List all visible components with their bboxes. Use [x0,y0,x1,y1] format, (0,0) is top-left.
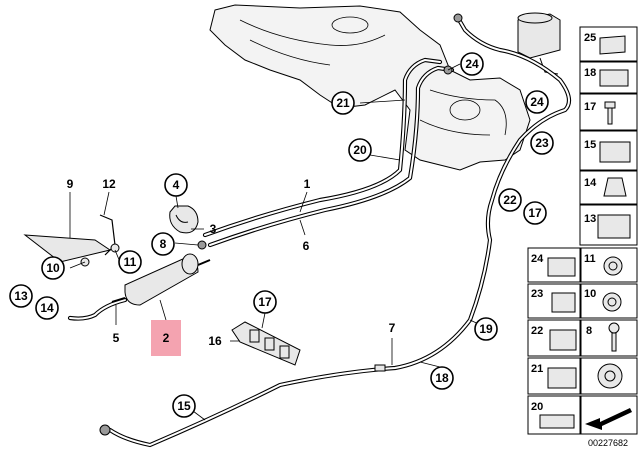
callout-18[interactable]: 18 [430,366,454,390]
label-1: 1 [304,177,311,191]
panel-item-24[interactable]: 24 [527,247,581,283]
label-12: 12 [102,177,116,191]
panel-item-15[interactable]: 15 [579,130,638,171]
svg-text:18: 18 [435,371,449,385]
callout-22[interactable]: 22 [498,188,522,212]
panel-item-22[interactable]: 22 [527,319,581,357]
svg-text:14: 14 [40,301,54,315]
svg-text:21: 21 [531,363,543,375]
parts-panel: 25 18 17 15 14 13 24 11 23 10 22 8 21 20… [527,26,638,448]
panel-item-10[interactable]: 10 [580,283,638,319]
callout-20[interactable]: 20 [348,138,372,162]
callout-24-top[interactable]: 24 [460,52,484,76]
callout-17[interactable]: 17 [523,201,547,225]
callout-24-right[interactable]: 24 [525,90,549,114]
svg-text:23: 23 [535,136,549,150]
drawing-id: 00227682 [588,438,628,448]
label-3: 3 [210,222,217,236]
panel-item-23[interactable]: 23 [527,283,581,319]
svg-text:24: 24 [465,57,479,71]
label-6: 6 [303,239,310,253]
svg-text:10: 10 [584,288,596,300]
panel-item-13[interactable]: 13 [579,204,638,246]
svg-text:20: 20 [353,143,367,157]
svg-text:13: 13 [14,289,28,303]
callout-16: 16 [208,334,222,348]
panel-item-17[interactable]: 17 [579,93,638,131]
svg-text:24: 24 [530,95,544,109]
clamp-drawing [169,205,207,250]
panel-item-25[interactable]: 25 [579,26,638,62]
svg-text:21: 21 [336,96,350,110]
panel-item-11[interactable]: 11 [580,247,638,283]
callout-8[interactable]: 8 [151,232,175,256]
callout-15[interactable]: 15 [172,394,196,418]
label-5: 5 [113,331,120,345]
svg-text:20: 20 [531,401,543,413]
svg-text:8: 8 [586,325,592,337]
svg-text:22: 22 [531,325,543,337]
label-9: 9 [67,177,74,191]
svg-text:22: 22 [503,193,517,207]
panel-item-arrow [580,395,638,435]
callout-13[interactable]: 13 [9,284,33,308]
svg-text:24: 24 [531,253,544,265]
pipe-fittings [374,13,463,372]
callout-19[interactable]: 19 [474,317,498,341]
svg-text:11: 11 [584,253,596,265]
callout-11[interactable]: 11 [118,250,142,274]
bracket-drawing [23,214,120,267]
svg-text:11: 11 [124,255,137,269]
label-7: 7 [389,321,396,335]
svg-text:8: 8 [160,237,167,251]
panel-item-21[interactable]: 21 [527,357,581,395]
svg-text:10: 10 [46,261,60,275]
panel-item-14[interactable]: 14 [579,170,638,205]
svg-text:14: 14 [584,177,597,189]
callout-4[interactable]: 4 [164,173,188,197]
svg-text:13: 13 [584,213,596,225]
panel-item-18[interactable]: 18 [579,61,638,94]
svg-text:18: 18 [584,67,596,79]
svg-text:15: 15 [177,399,191,413]
svg-text:4: 4 [173,178,180,192]
leader-lines [69,63,486,421]
panel-item-20[interactable]: 20 [527,395,581,435]
pipe-holder-drawing [231,321,301,366]
fuel-tank-drawing [209,4,531,171]
callout-2-highlighted[interactable]: 2 [151,320,181,356]
carbon-canister-drawing [517,12,561,75]
svg-text:15: 15 [584,139,596,151]
svg-text:16: 16 [208,334,222,348]
panel-item-washer [580,357,638,395]
callout-14[interactable]: 14 [35,296,59,320]
svg-text:2: 2 [163,331,170,345]
svg-text:17: 17 [584,101,596,113]
plain-labels: 9 12 1 3 6 7 5 [67,177,396,345]
svg-text:17: 17 [258,295,272,309]
panel-item-8[interactable]: 8 [580,319,638,357]
fuel-filter-drawing [111,253,211,306]
svg-text:23: 23 [531,288,543,300]
callout-10[interactable]: 10 [41,256,65,280]
svg-text:19: 19 [479,322,493,336]
fuel-pipes [67,15,572,448]
callout-17-holder[interactable]: 17 [253,290,277,314]
svg-text:25: 25 [584,32,596,44]
svg-text:17: 17 [528,206,542,220]
callout-21[interactable]: 21 [331,91,355,115]
callout-23[interactable]: 23 [530,131,554,155]
